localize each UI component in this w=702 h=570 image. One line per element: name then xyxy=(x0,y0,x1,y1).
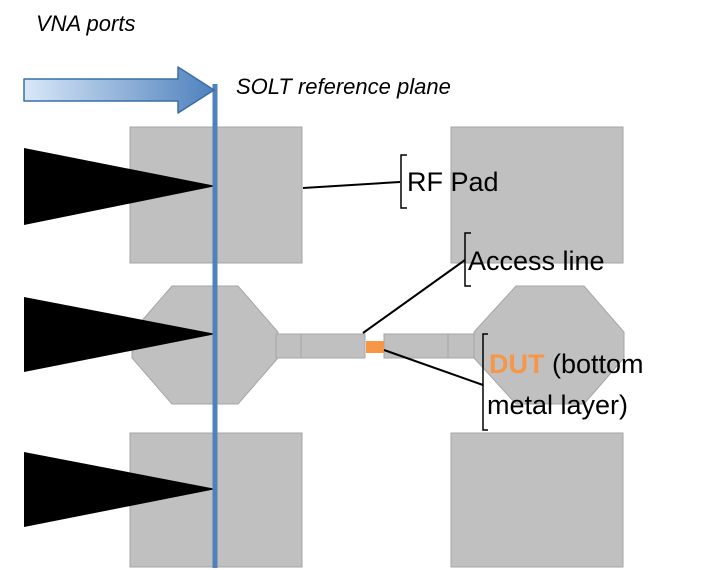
ground-pad-bottom-right xyxy=(450,432,624,568)
access-line-bracket xyxy=(464,232,471,287)
dut-label-line1: DUT (bottom xyxy=(489,349,644,379)
vna-ports-label: VNA ports xyxy=(36,11,135,36)
access-line-segment-right-2 xyxy=(447,333,475,359)
dut-label-rest: (bottom xyxy=(545,349,644,379)
vna-ports-arrow xyxy=(23,66,215,114)
solt-reference-plane-label: SOLT reference plane xyxy=(236,74,451,99)
dut-leader-line xyxy=(383,349,484,386)
access-line-segment-left-1 xyxy=(275,333,302,359)
probe-tip-top xyxy=(24,148,216,225)
dut-bracket xyxy=(482,333,488,431)
dut-label-line2: metal layer) xyxy=(487,390,628,420)
access-line-label: Access line xyxy=(468,246,605,276)
rf-pad-label: RF Pad xyxy=(407,167,499,197)
rf-pad-top-right xyxy=(450,126,624,264)
signal-pad-right-octagon xyxy=(473,285,625,405)
rf-pad-bracket xyxy=(400,154,407,209)
access-line-segment-left-2 xyxy=(300,333,366,359)
rf-pad-leader-line xyxy=(302,181,401,189)
probe-tip-bottom xyxy=(24,452,216,527)
dut-keyword: DUT xyxy=(489,349,545,379)
probe-tip-middle xyxy=(24,297,216,372)
access-line-leader-line xyxy=(362,259,466,334)
dut-device xyxy=(366,341,384,353)
